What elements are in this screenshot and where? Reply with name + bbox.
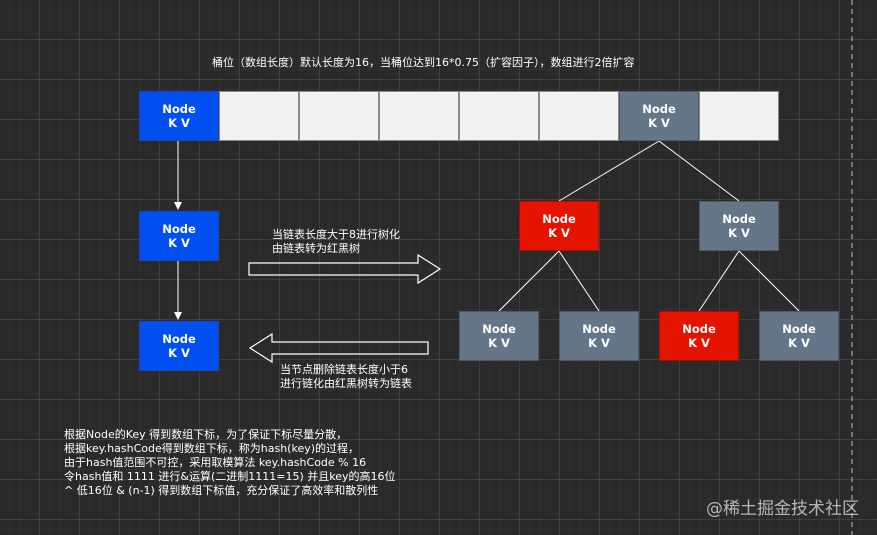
explanation-line2: 根据key.hashCode得到数组下标，称为hash(key)的过程，	[64, 442, 360, 455]
treeify-arrow	[248, 253, 442, 285]
bucket-cell-3	[379, 91, 459, 141]
node-kv: K V	[728, 226, 750, 240]
treeify-note-line2: 由链表转为红黑树	[272, 242, 360, 255]
tree-edge-root-left	[558, 140, 660, 202]
tree-leaf-1: Node K V	[459, 311, 539, 361]
node-label: Node	[682, 322, 716, 336]
chain-node-3: Node K V	[139, 321, 219, 371]
tree-node-left: Node K V	[519, 201, 599, 251]
node-label: Node	[162, 332, 196, 346]
node-kv: K V	[788, 336, 810, 350]
watermark: @稀土掘金技术社区	[706, 499, 859, 519]
tree-edge-root-right	[658, 140, 740, 202]
bucket-cell-1	[219, 91, 299, 141]
untreeify-note-line2: 进行链化由红黑树转为链表	[280, 377, 412, 390]
node-kv: K V	[168, 236, 190, 250]
chain-node-2: Node K V	[139, 211, 219, 261]
node-label: Node	[162, 222, 196, 236]
node-label: Node	[782, 322, 816, 336]
node-kv: K V	[488, 336, 510, 350]
explanation-line4: 令hash值和 1111 进行&运算(二进制1111=15) 并且key的高16…	[64, 470, 396, 483]
bucket-0-node: Node K V	[139, 91, 219, 141]
node-label: Node	[642, 102, 676, 116]
tree-edge-r-rl	[698, 250, 740, 312]
bucket-6-node: Node K V	[619, 91, 699, 141]
untreeify-note-line1: 当节点删除链表长度小于6	[280, 363, 408, 376]
tree-edge-r-rr	[738, 250, 800, 312]
treeify-note-line1: 当链表长度大于8进行树化	[272, 228, 400, 241]
node-kv: K V	[168, 116, 190, 130]
tree-edge-l-lr	[558, 250, 600, 312]
untreeify-arrow	[248, 332, 429, 364]
node-kv: K V	[688, 336, 710, 350]
node-label: Node	[482, 322, 516, 336]
explanation-line1: 根据Node的Key 得到数组下标，为了保证下标尽量分散，	[64, 428, 348, 441]
node-label: Node	[162, 102, 196, 116]
node-kv: K V	[588, 336, 610, 350]
tree-leaf-4: Node K V	[759, 311, 839, 361]
node-label: Node	[722, 212, 756, 226]
node-kv: K V	[168, 346, 190, 360]
bucket-cell-4	[459, 91, 539, 141]
bucket-cell-7	[699, 91, 779, 141]
header-title: 桶位（数组长度）默认长度为16，当桶位达到16*0.75（扩容因子），数组进行2…	[212, 56, 635, 69]
node-label: Node	[582, 322, 616, 336]
explanation-line3: 由于hash值范围不可控，采用取模算法 key.hashCode % 16	[64, 456, 367, 469]
tree-leaf-3: Node K V	[659, 311, 739, 361]
tree-edge-l-ll	[498, 250, 560, 312]
bucket-cell-2	[299, 91, 379, 141]
node-label: Node	[542, 212, 576, 226]
tree-leaf-2: Node K V	[559, 311, 639, 361]
bucket-cell-5	[539, 91, 619, 141]
node-kv: K V	[648, 116, 670, 130]
tree-node-right: Node K V	[699, 201, 779, 251]
explanation-line5: ^ 低16位 & (n-1) 得到数组下标值，充分保证了高效率和散列性	[64, 484, 379, 497]
node-kv: K V	[548, 226, 570, 240]
